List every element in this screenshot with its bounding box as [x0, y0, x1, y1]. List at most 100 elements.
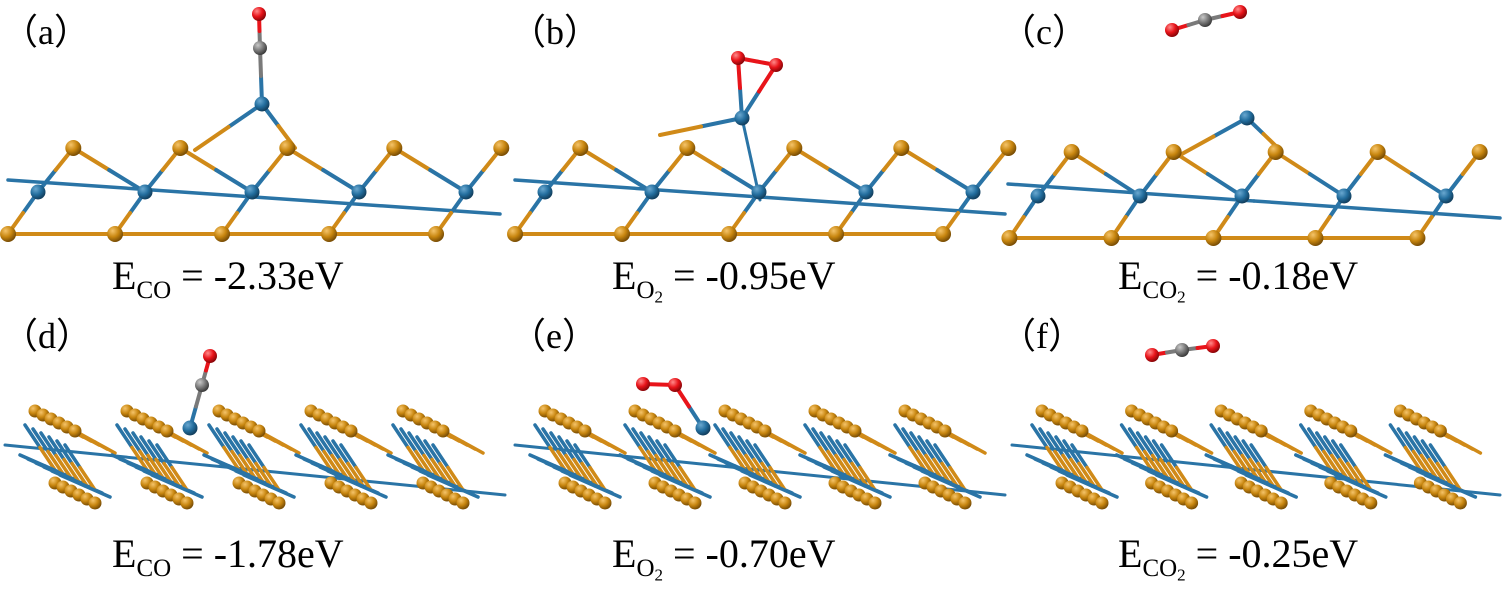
bond [908, 445, 927, 472]
chalcogen-atom [1001, 230, 1018, 246]
bond [548, 445, 567, 472]
bond [414, 449, 433, 476]
bond [638, 445, 657, 472]
bond [138, 449, 157, 476]
chalcogen-atom [456, 496, 470, 510]
bond [928, 473, 957, 488]
chalcogen-atom [279, 140, 296, 156]
metal-atom [858, 184, 874, 200]
energy-label-a: ECO = -2.33eV [112, 256, 344, 303]
bond [262, 465, 281, 492]
bond [222, 445, 241, 472]
bond [247, 443, 266, 470]
bond [1045, 445, 1064, 472]
bond [1159, 443, 1179, 470]
bond [1085, 465, 1104, 492]
bond [863, 484, 892, 499]
oxygen-atom [731, 51, 745, 65]
bond [901, 427, 920, 454]
bond [246, 457, 265, 484]
bond [565, 439, 584, 466]
chalcogen-atom [893, 140, 910, 156]
energy-symbol: E [612, 531, 637, 576]
bond [58, 473, 87, 488]
bond [93, 440, 117, 455]
metal-atom [751, 184, 767, 200]
carbon-atom [195, 378, 209, 392]
oxygen-atom [1165, 23, 1179, 37]
bond [423, 439, 442, 466]
energy-symbol: E [112, 531, 137, 576]
bond [1038, 427, 1057, 454]
bond [1458, 440, 1483, 455]
energy-label-f: ECO2 = -0.25eV [1118, 534, 1358, 584]
chalcogen-atom [848, 424, 862, 438]
bond [1403, 445, 1423, 472]
bond [573, 443, 592, 470]
bond [963, 440, 987, 455]
bond [580, 461, 599, 488]
bond [1359, 484, 1388, 499]
bond [1322, 449, 1341, 476]
chalcogen-atom [868, 496, 882, 510]
bond [838, 473, 867, 488]
bond [842, 457, 861, 484]
bond [1077, 461, 1096, 488]
bond [230, 449, 249, 476]
chalcogen-atom [321, 226, 338, 242]
bond [1143, 435, 1163, 462]
chalcogen-atom [688, 496, 702, 510]
bond [391, 423, 410, 450]
bond [917, 435, 936, 462]
bond [1127, 427, 1147, 454]
panel-label-b: （b） [510, 12, 601, 52]
metal-atom [537, 184, 553, 200]
bond [131, 431, 150, 458]
bond [818, 445, 837, 472]
metal-atom [1030, 188, 1046, 204]
bond [451, 484, 480, 499]
bond [663, 443, 682, 470]
energy-label-d: ECO = -1.78eV [112, 534, 344, 581]
energy-value: = -0.95eV [663, 253, 836, 298]
energy-symbol: E [112, 253, 137, 298]
chalcogen-atom [1433, 424, 1447, 438]
energy-value: = -2.33eV [171, 253, 344, 298]
chalcogen-atom [252, 424, 266, 438]
bond [1443, 465, 1463, 492]
bond [461, 440, 485, 455]
bond [873, 440, 897, 455]
bond [1339, 443, 1358, 470]
bond [568, 473, 597, 488]
chalcogen-atom [668, 424, 682, 438]
oxygen-atom [636, 377, 650, 391]
bond [338, 457, 357, 484]
bond [1346, 461, 1365, 488]
chalcogen-atom [507, 226, 524, 242]
bond [369, 440, 393, 455]
chalcogen-atom [88, 496, 102, 510]
bond [354, 465, 373, 492]
bond [154, 457, 173, 484]
bond [1314, 445, 1333, 472]
metal-atom [137, 184, 153, 200]
bond [713, 423, 732, 450]
bond [1178, 134, 1216, 157]
energy-species: O2 [636, 554, 663, 584]
bond [924, 453, 943, 480]
metal-atom [695, 420, 711, 436]
bond [1435, 461, 1455, 488]
bond [834, 453, 853, 480]
bond [78, 465, 97, 492]
oxygen-atom [203, 349, 217, 363]
bond [1307, 427, 1326, 454]
bond [1299, 423, 1318, 450]
bond [893, 423, 912, 450]
bond [1209, 423, 1228, 450]
energy-species: CO2 [1142, 554, 1186, 584]
bond [1334, 473, 1363, 488]
chalcogen-atom [614, 226, 631, 242]
bond [737, 435, 756, 462]
chalcogen-atom [1307, 230, 1324, 246]
metal-atom [1239, 110, 1255, 126]
